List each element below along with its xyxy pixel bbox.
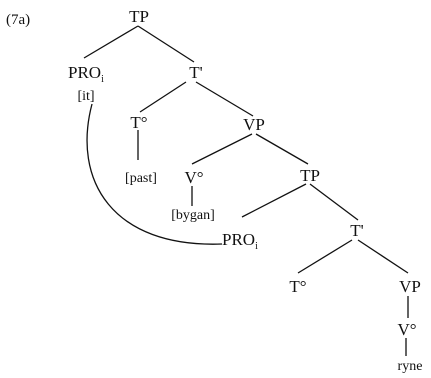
edge-tp-tbar xyxy=(137,25,195,63)
tree-edges xyxy=(83,25,409,356)
coindexation-arc xyxy=(86,103,223,245)
node-pro-matrix: PROi xyxy=(68,63,104,85)
node-tp-root: TP xyxy=(129,7,149,26)
node-v0-embedded: V° xyxy=(397,320,416,339)
edge-tbar-t0-embedded xyxy=(297,239,353,274)
edge-tp-pro-embedded xyxy=(241,183,307,218)
node-t0-matrix: T° xyxy=(130,113,147,132)
feature-it: [it] xyxy=(77,89,94,104)
feature-bygan: [bygan] xyxy=(171,208,215,223)
edge-tbar-vp xyxy=(195,81,254,117)
edge-vp-v0 xyxy=(191,133,253,165)
edge-tbar-t0 xyxy=(139,81,187,113)
node-vp-embedded: VP xyxy=(399,277,421,296)
node-pro-embedded: PROi xyxy=(222,230,258,252)
feature-past: [past] xyxy=(125,171,157,186)
node-t0-embedded: T° xyxy=(289,277,306,296)
node-tbar-matrix: T' xyxy=(189,63,202,82)
edge-tp-tbar-embedded xyxy=(309,183,359,221)
node-v0-matrix: V° xyxy=(184,168,203,187)
node-tbar-embedded: T' xyxy=(350,221,363,240)
node-tp-embedded: TP xyxy=(300,166,320,185)
word-ryne: ryne xyxy=(398,359,423,374)
example-label: (7a) xyxy=(6,12,30,28)
edge-tbar-vp-embedded xyxy=(357,239,409,274)
node-vp-matrix: VP xyxy=(243,115,265,134)
edge-tp-pro xyxy=(83,25,139,59)
edge-vp-tp xyxy=(255,133,309,165)
